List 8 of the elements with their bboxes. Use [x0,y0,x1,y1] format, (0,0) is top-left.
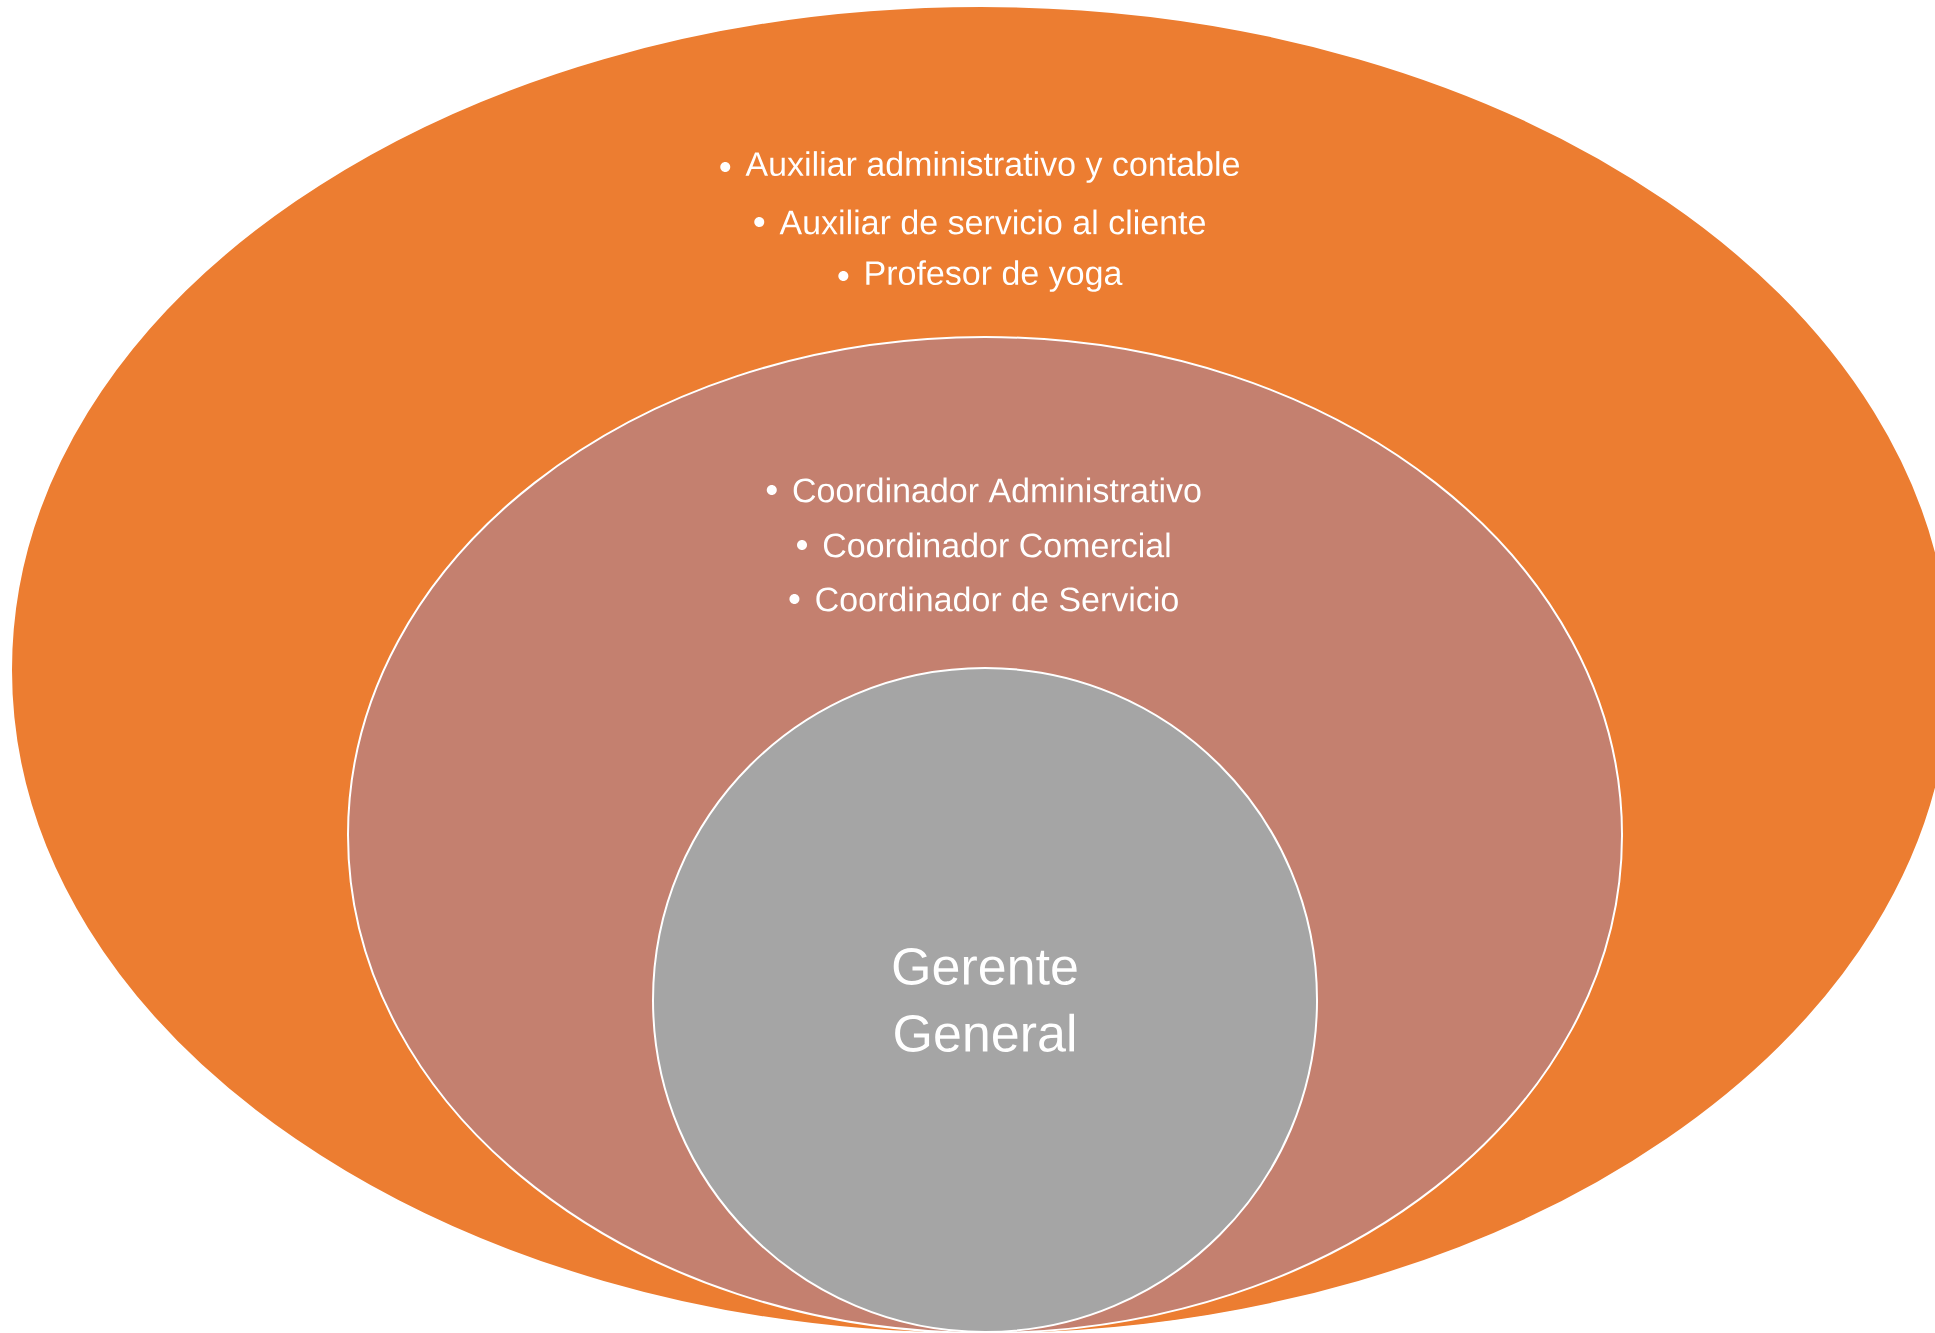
node-label: Gerente General [893,948,1077,1052]
bullet-item: Coordinador de Servicio [816,586,1178,612]
bullet-item: Profesor de yoga [866,260,1123,292]
inner-circle [652,667,1318,1333]
bullet-item: Coordinador Administrativo [793,477,1201,503]
bullet-item: Coordinador Comercial [823,532,1170,558]
bullet-item: Auxiliar administrativo y contable [745,151,1239,183]
bullet-item: Auxiliar de servicio al cliente [779,209,1205,235]
